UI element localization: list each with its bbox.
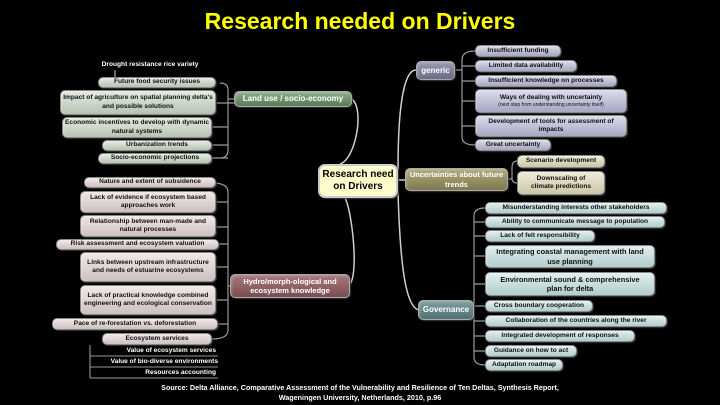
hydro-item[interactable]: Lack of evidence if ecosystem based appr… [80, 191, 216, 213]
land-use-top-item: Drought resistance rice variety [101, 61, 199, 68]
hydro-sub-item: Resources accounting [145, 369, 216, 376]
source-line-1: Source: Delta Alliance, Comparative Asse… [161, 383, 559, 392]
governance-item[interactable]: Ability to communicate message to popula… [485, 216, 665, 228]
center-node[interactable]: Research need on Drivers [318, 164, 398, 198]
land-use-item[interactable]: Future food security issues [98, 77, 216, 88]
connector-governance [397, 191, 421, 311]
uncertainties-node[interactable]: Uncertainties about future trends [405, 168, 508, 191]
source-citation: Source: Delta Alliance, Comparative Asse… [0, 383, 720, 402]
generic-item[interactable]: Insufficient funding [475, 45, 561, 57]
connector-generic [397, 69, 417, 171]
land-use-item[interactable]: Economic incentives to develop with dyna… [62, 117, 212, 138]
generic-node[interactable]: generic [416, 61, 455, 80]
hydro-item[interactable]: Pace of re-forestation vs. deforestation [52, 318, 218, 330]
governance-item[interactable]: Collaboration of the countries along the… [485, 315, 667, 327]
generic-item[interactable]: Ways of dealing with uncertainty (next s… [475, 89, 627, 113]
governance-node[interactable]: Governance [418, 300, 474, 320]
connector-hydro [344, 197, 355, 287]
governance-item[interactable]: Cross boundary cooperation [485, 300, 593, 312]
source-line-2: Wageningen University, Netherlands, 2010… [278, 392, 442, 402]
governance-item[interactable]: Guidance on how to act [485, 345, 577, 357]
generic-item[interactable]: Limited data availability [475, 60, 577, 72]
hydro-node[interactable]: Hydro/morph-ological and ecosystem knowl… [230, 274, 350, 298]
generic-item[interactable]: Great uncertainty [475, 139, 551, 151]
generic-item[interactable]: Insufficient knowledge on processes [475, 75, 617, 87]
land-use-item[interactable]: Impact of agriculture on spatial plannin… [60, 90, 216, 115]
hydro-item[interactable]: Relationship between man-made and natura… [80, 215, 216, 237]
uncertainties-item[interactable]: Scenario development [517, 155, 605, 168]
land-use-item[interactable]: Urbanization trends [102, 140, 212, 151]
generic-item[interactable]: Development of tools for assessment of i… [475, 115, 627, 137]
connector-land-use [339, 98, 359, 165]
hydro-item[interactable]: Links between upstream infrastructure an… [80, 252, 216, 282]
generic-item-label: Ways of dealing with uncertainty [499, 93, 603, 101]
slide-title: Research needed on Drivers [204, 8, 516, 34]
governance-item[interactable]: Environmental sound & comprehensive plan… [485, 272, 655, 296]
hydro-item[interactable]: Nature and extent of subsidence [84, 177, 216, 188]
generic-item-note: (next step from understanding uncertaint… [498, 101, 604, 108]
governance-item[interactable]: Adaptation roadmap [485, 359, 563, 371]
governance-item[interactable]: Integrating coastal management with land… [485, 245, 655, 268]
hydro-sub-item: Value of ecosystem services [126, 347, 216, 354]
governance-item[interactable]: Misunderstanding interests other stakeho… [485, 202, 667, 214]
hydro-item[interactable]: Ecosystem services [102, 333, 212, 345]
governance-item[interactable]: Lack of felt responsibility [485, 230, 595, 242]
hydro-item[interactable]: Lack of practical knowledge combined eng… [80, 285, 216, 315]
hydro-sub-item: Value of bio-diverse environments [110, 358, 218, 365]
land-use-node[interactable]: Land use / socio-economy [234, 91, 352, 107]
governance-item[interactable]: Integrated development of responses [485, 330, 635, 342]
uncertainties-item[interactable]: Downscaling of climate predictions [517, 171, 605, 195]
hydro-item[interactable]: Risk assessment and ecosystem valuation [56, 239, 219, 250]
land-use-item[interactable]: Socio-economic projections [98, 153, 212, 164]
